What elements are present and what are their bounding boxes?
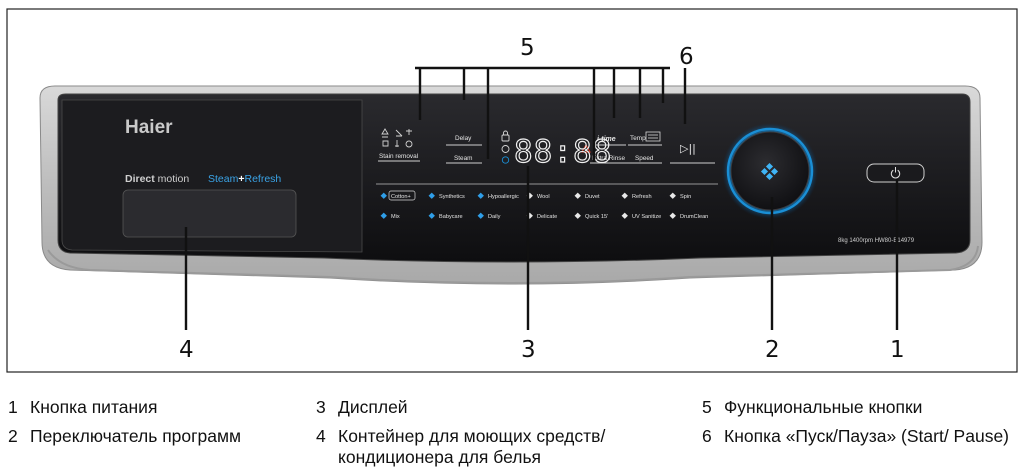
program-selector-knob[interactable]: [722, 123, 818, 219]
delay-button[interactable]: Delay: [455, 135, 472, 142]
power-button[interactable]: [866, 163, 925, 183]
program-item-uv-sanitize[interactable]: UV Sanitize: [632, 214, 661, 220]
program-item-babycare[interactable]: Babycare: [439, 214, 463, 220]
knob-diamond-icon: [760, 162, 779, 181]
callout-5-bracket: [415, 66, 670, 162]
program-item-hypoallergic[interactable]: Hypoallergic: [488, 194, 519, 200]
program-item-drumclean[interactable]: DrumClean: [680, 214, 708, 220]
temp-button[interactable]: Temp: [630, 135, 646, 142]
program-item-delicate[interactable]: Delicate: [537, 214, 557, 220]
steam-button[interactable]: Steam: [454, 155, 472, 162]
program-item-synthetics[interactable]: Synthetics: [439, 194, 465, 200]
callout-4-number: 4: [179, 337, 194, 363]
direct-motion-label: Direct motion: [125, 173, 189, 185]
panel-lower-lip: [47, 245, 979, 285]
power-icon: [890, 167, 901, 179]
stain-icon-3: [406, 129, 412, 135]
washing-machine-control-panel-diagram: Haier Direct motion Steam+Refresh Stain …: [6, 8, 1018, 373]
callout-2-number: 2: [765, 337, 780, 363]
program-item-quick-15[interactable]: Quick 15': [585, 214, 608, 220]
program-item-mix[interactable]: Mix: [391, 214, 400, 220]
stain-icon-6: [405, 140, 413, 148]
program-item-refresh[interactable]: Refresh: [632, 194, 652, 200]
selected-program-frame: [388, 190, 416, 201]
steam-refresh-label: Steam+Refresh: [208, 173, 281, 185]
callout-1-number: 1: [890, 337, 905, 363]
spec-text: 8kg 1400rpm HW80-B14979: [838, 238, 915, 244]
program-item-duvet[interactable]: Duvet: [585, 194, 600, 200]
start-pause-button[interactable]: ▷||: [680, 142, 696, 155]
extra-rinse-button[interactable]: Extra Rinse: [592, 155, 625, 162]
stain-icon-1: [381, 128, 389, 138]
lock-icon: [501, 134, 510, 142]
callout-3-number: 3: [521, 337, 536, 363]
wifi-icon: [501, 156, 510, 164]
clock-icon: [501, 145, 510, 153]
stain-icon-2: [395, 129, 403, 137]
stain-icon-5: [395, 140, 399, 147]
stain-removal-button[interactable]: Stain removal: [379, 153, 418, 160]
brand-logo: Haier: [125, 117, 173, 138]
program-item-wool[interactable]: Wool: [537, 194, 550, 200]
temp-scale-icon: [645, 131, 661, 142]
drawer-handle-recess: [122, 189, 297, 238]
callout-6-number: 6: [679, 44, 694, 70]
display-status-icons: [501, 130, 510, 164]
display-digits: 88:88: [514, 134, 612, 170]
warning-icon: [581, 143, 591, 153]
stain-icon-4: [382, 140, 389, 147]
itime-button[interactable]: i-time: [597, 136, 616, 143]
program-item-cotton[interactable]: Cotton+: [391, 194, 411, 200]
speed-button[interactable]: Speed: [635, 155, 654, 162]
program-item-spin[interactable]: Spin: [680, 194, 691, 200]
program-item-daily[interactable]: Daily: [488, 214, 501, 220]
callout-5-number: 5: [520, 35, 535, 61]
stain-icons: [381, 128, 413, 148]
